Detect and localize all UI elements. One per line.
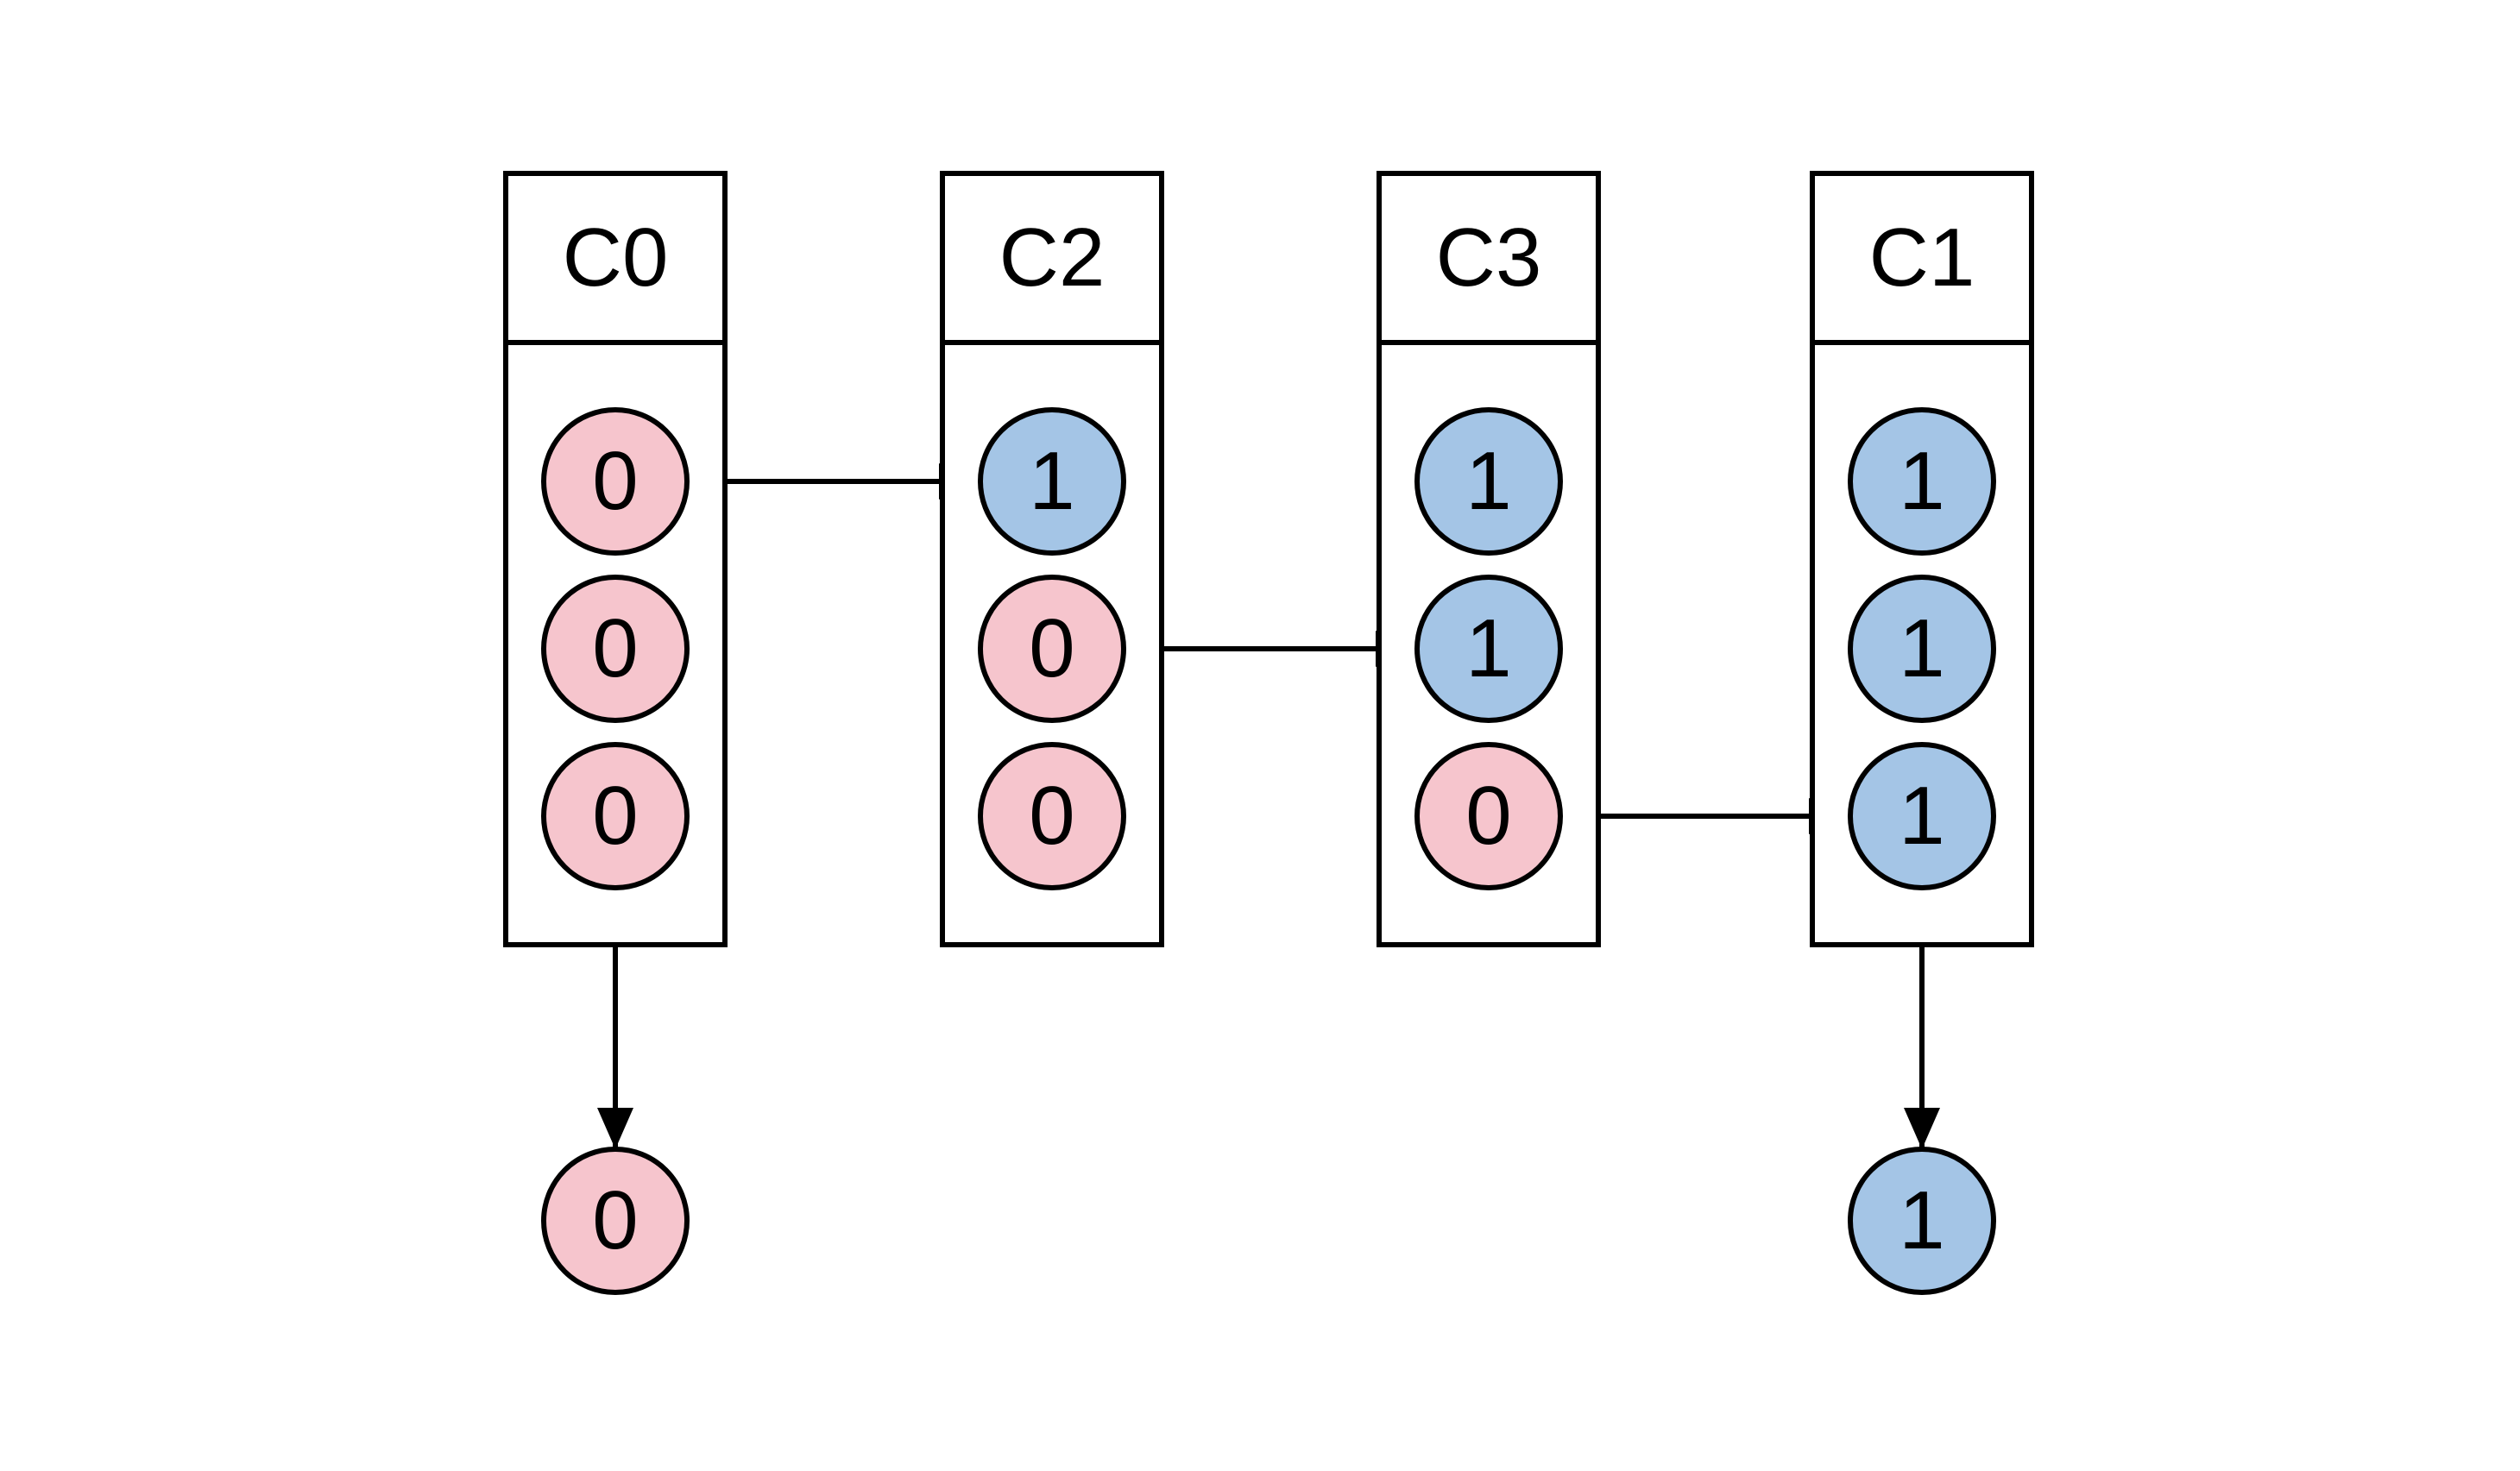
- value-circle-c0-2: 0: [541, 742, 690, 890]
- value-circle-c1-2: 1: [1848, 742, 1996, 890]
- column-c3-label: C3: [1435, 211, 1542, 304]
- value-circle-c0-1: 0: [541, 575, 690, 723]
- value-circle-c2-2: 0: [978, 742, 1126, 890]
- column-c2: C2 1 0 0: [940, 171, 1164, 947]
- result-circle-c0: 0: [541, 1147, 690, 1295]
- column-c2-label: C2: [999, 211, 1106, 304]
- column-c0-header: C0: [508, 176, 722, 345]
- column-c0: C0 0 0 0: [503, 171, 728, 947]
- column-c0-label: C0: [562, 211, 669, 304]
- value-circle-c3-0: 1: [1414, 407, 1563, 556]
- value-circle-c3-2: 0: [1414, 742, 1563, 890]
- value-circle-c1-1: 1: [1848, 575, 1996, 723]
- value-circle-c0-0: 0: [541, 407, 690, 556]
- value-circle-c3-1: 1: [1414, 575, 1563, 723]
- column-c1-header: C1: [1815, 176, 2029, 345]
- result-circle-c1: 1: [1848, 1147, 1996, 1295]
- column-c2-header: C2: [945, 176, 1159, 345]
- column-c1: C1 1 1 1: [1810, 171, 2034, 947]
- value-circle-c2-1: 0: [978, 575, 1126, 723]
- value-circle-c2-0: 1: [978, 407, 1126, 556]
- value-circle-c1-0: 1: [1848, 407, 1996, 556]
- column-c3: C3 1 1 0: [1377, 171, 1601, 947]
- column-c1-label: C1: [1868, 211, 1975, 304]
- column-c3-header: C3: [1382, 176, 1596, 345]
